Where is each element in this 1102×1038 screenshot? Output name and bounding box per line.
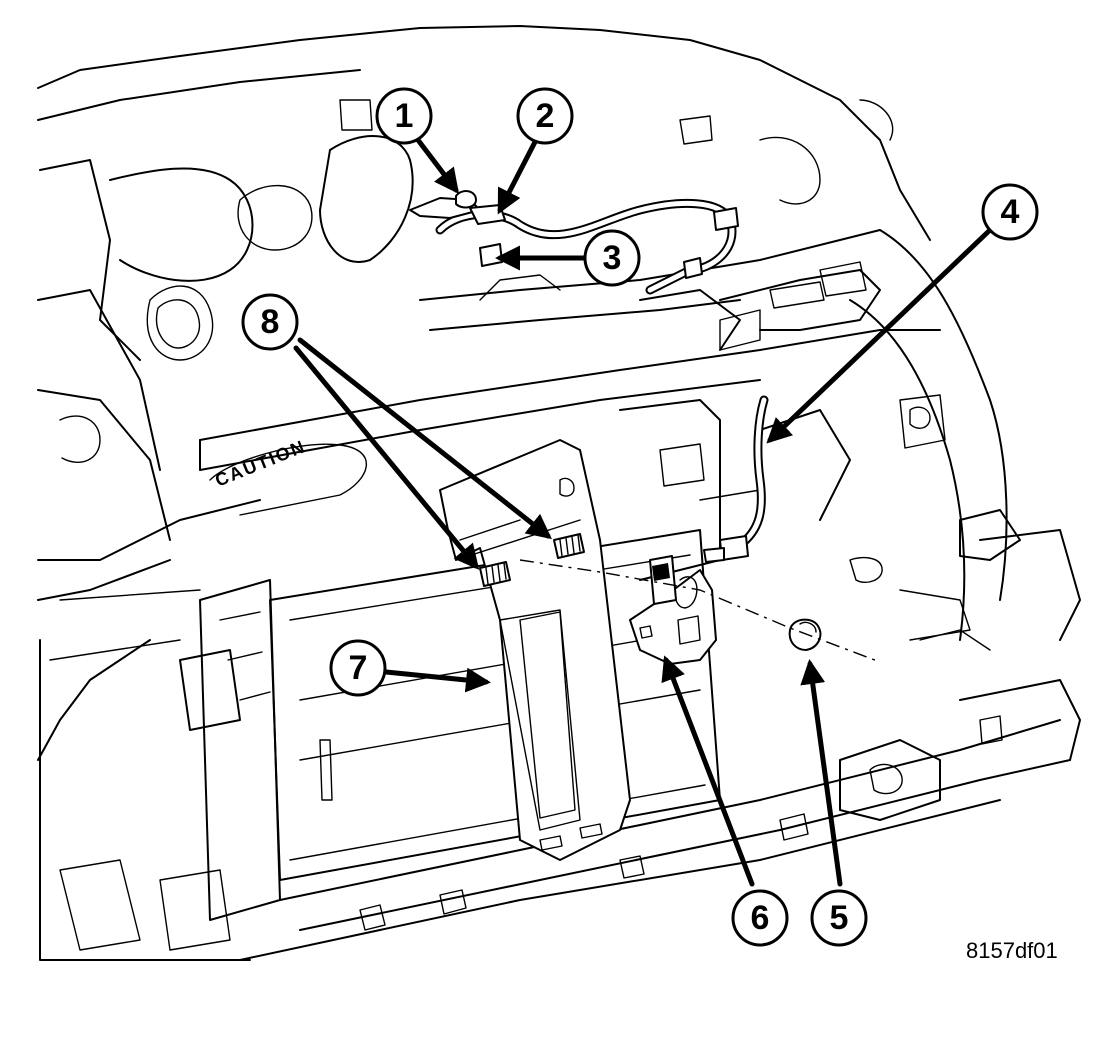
mounting-studs — [479, 533, 585, 587]
callout-4: 4 — [981, 183, 1039, 241]
leader-4 — [766, 227, 993, 444]
callout-6-number: 6 — [751, 899, 770, 937]
leader-2 — [497, 137, 539, 215]
leader-1 — [415, 137, 460, 194]
leader-8b — [297, 337, 552, 540]
latch-bracket — [439, 439, 631, 861]
callout-2: 2 — [516, 87, 574, 145]
leader-6a — [661, 655, 755, 887]
callout-6: 6 — [731, 889, 789, 947]
hood-latch — [629, 555, 717, 665]
callout-1: 1 — [375, 87, 433, 145]
figure-id-label: 8157df01 — [966, 938, 1058, 963]
callout-7-number: 7 — [349, 649, 368, 687]
callout-1-number: 1 — [395, 97, 414, 135]
upper-cable-assembly — [409, 190, 739, 295]
hood-release-cable — [703, 395, 769, 563]
leader-7 — [383, 667, 491, 693]
callout-4-number: 4 — [1001, 193, 1020, 231]
callout-3: 3 — [583, 229, 641, 287]
callout-8-number: 8 — [261, 303, 280, 341]
callout-2-number: 2 — [536, 97, 555, 135]
callout-5: 5 — [810, 889, 868, 947]
callout-5-number: 5 — [830, 899, 849, 937]
leader-5 — [800, 659, 843, 887]
callout-7: 7 — [329, 639, 387, 697]
leader-lines — [293, 137, 993, 887]
callout-3-number: 3 — [603, 239, 622, 277]
leader-8a — [293, 345, 480, 570]
caution-stamp: CAUTION — [212, 436, 309, 491]
alignment-centerline — [519, 559, 881, 663]
callout-8: 8 — [241, 293, 299, 351]
latch-nut — [788, 618, 822, 651]
